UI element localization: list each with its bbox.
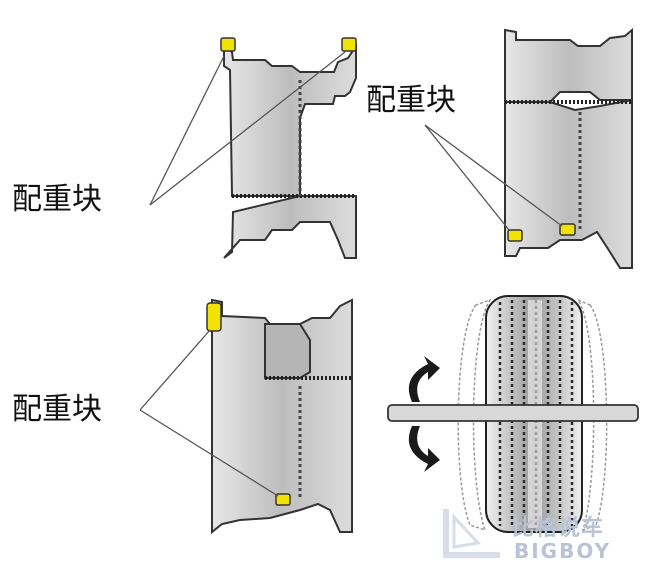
weight-block-bottom-left-1 [206,302,222,332]
tire-wobble [387,295,639,533]
rim-top-left-upper-section [223,42,357,197]
axle [387,404,639,422]
watermark-text-en: BIGBOY [514,539,612,563]
watermark-text-cn: 比格说车 [512,516,605,541]
leader-lines-bottom-left [139,329,279,497]
tire-ghost-outline-right [576,298,608,532]
label-weight-bottom-left: 配重块 [12,392,102,427]
weight-block-bottom-left-2 [275,493,291,506]
rim-top-right [504,27,633,269]
rotation-arrow-lower [408,426,440,472]
weight-block-top-left-1 [220,37,236,52]
leader-lines-top-left [149,51,346,206]
tire-ghost-outline-left [457,298,492,532]
watermark-logo-icon [443,509,500,558]
weight-block-top-right-2 [559,223,576,236]
rim-top-left [220,37,357,259]
rim-bottom-left-main-section [211,298,353,535]
rim-bottom-left-hub-section [264,323,311,379]
rotation-arrow-upper [408,356,440,402]
leader-lines-top-right [424,124,563,231]
weight-block-top-left-2 [341,37,357,52]
rim-top-right-upper-section [504,27,633,103]
rim-top-right-lower-section [504,98,633,269]
label-weight-top-left: 配重块 [12,182,102,217]
rim-bottom-left [206,298,353,535]
weight-block-top-right-1 [507,229,523,242]
label-weight-top-right: 配重块 [366,83,456,118]
rim-top-left-lower-section [223,195,357,259]
